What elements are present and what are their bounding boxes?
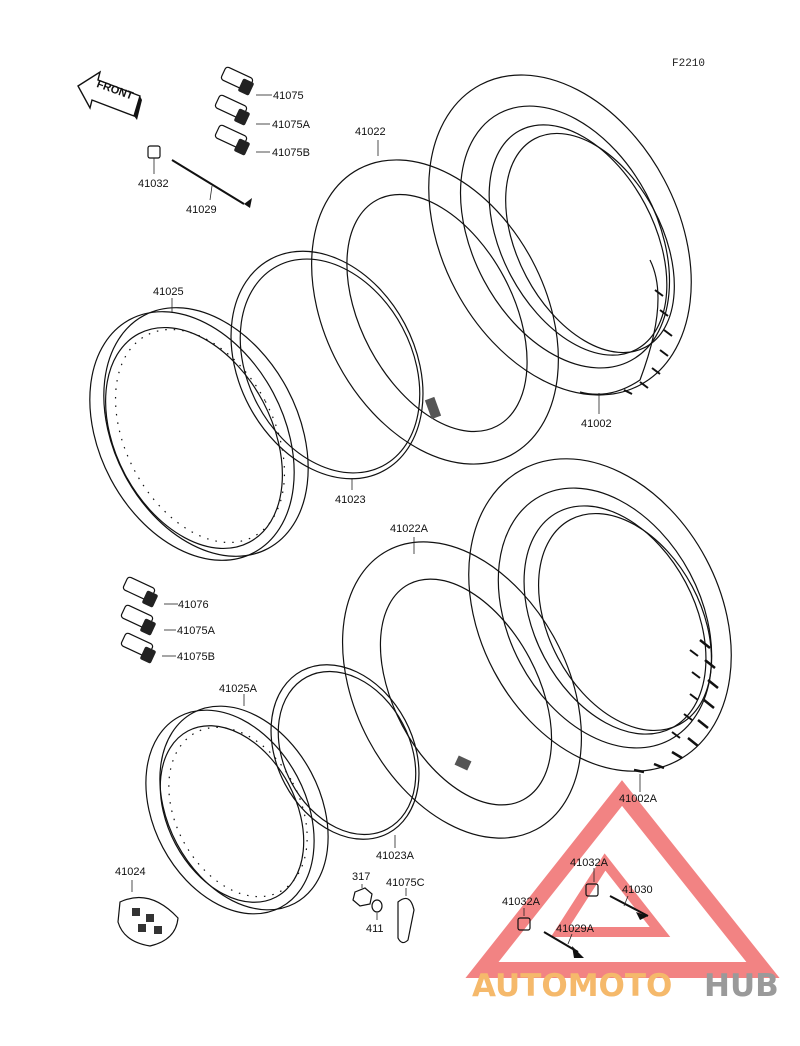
spoke-nipple-41032A-upper: [585, 868, 599, 897]
rear-tube-41022A: [341, 537, 583, 839]
watermark-logo: [465, 780, 780, 978]
valve-cap-41075B-mid: [120, 632, 176, 664]
spoke-nipple-41032: [147, 145, 161, 174]
watermark-text-hub: HUB: [704, 968, 779, 1004]
label-41002A: 41002A: [619, 793, 658, 805]
label-411: 411: [366, 923, 384, 935]
spoke-nipple-41032A-lower: [517, 908, 531, 931]
label-41032: 41032: [138, 178, 169, 190]
label-41002: 41002: [581, 418, 612, 430]
rear-tire-41002A: [468, 458, 732, 792]
watermark-text: AUTOMOTO HUB: [472, 968, 779, 1004]
watermark-text-automoto: AUTOMOTO: [472, 968, 672, 1004]
label-41025A: 41025A: [219, 683, 258, 695]
label-317: 317: [352, 871, 370, 883]
valve-cap-41076: [122, 576, 178, 608]
front-rim-band-41023: [230, 250, 424, 490]
front-rim-41025: [89, 298, 309, 561]
label-41075A-mid: 41075A: [177, 625, 216, 637]
label-41032A-lower: 41032A: [502, 896, 541, 908]
label-41022: 41022: [355, 126, 386, 138]
diagram-code: F2210: [672, 58, 705, 70]
label-41075A-top: 41075A: [272, 119, 311, 131]
spoke-41029A: [543, 931, 584, 958]
rear-rim-band-41023A: [270, 664, 420, 848]
label-41029: 41029: [186, 204, 217, 216]
label-41029A: 41029A: [556, 923, 595, 935]
label-41075-top: 41075: [273, 90, 304, 102]
label-41076-mid: 41076: [178, 599, 209, 611]
washer-411: [371, 899, 383, 920]
label-41025: 41025: [153, 286, 184, 298]
label-41075B-mid: 41075B: [177, 651, 215, 663]
label-41075C: 41075C: [386, 877, 425, 889]
valve-cap-41075: [220, 66, 272, 96]
valve-cap-41075B: [214, 124, 270, 156]
balance-weight-41024: [117, 880, 179, 947]
label-41030: 41030: [622, 884, 653, 896]
label-41022A: 41022A: [390, 523, 429, 535]
spoke-41029: [171, 159, 252, 208]
front-tube-41022: [311, 140, 559, 465]
nut-317: [352, 884, 373, 907]
label-41032A-upper: 41032A: [570, 857, 609, 869]
valve-cap-41075A: [214, 94, 270, 126]
label-41023A: 41023A: [376, 850, 415, 862]
front-arrow: FRONT: [77, 70, 142, 120]
front-tire-41002: [428, 74, 692, 414]
spoke-41030: [609, 895, 649, 920]
valve-cap-41075A-mid: [120, 604, 176, 636]
rear-rim-41025A: [145, 694, 329, 915]
label-41023: 41023: [335, 494, 366, 506]
label-41024: 41024: [115, 866, 146, 878]
label-41075B-top: 41075B: [272, 147, 310, 159]
valve-cap-41075C: [397, 888, 415, 944]
